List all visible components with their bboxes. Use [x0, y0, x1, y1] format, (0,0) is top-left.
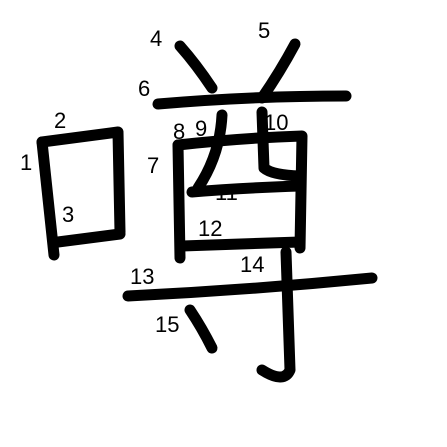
stroke-6	[152, 90, 352, 110]
stroke-number-6: 6	[138, 76, 150, 101]
stroke-11	[186, 180, 306, 198]
stroke-number-9: 9	[195, 116, 207, 141]
stroke-number-4: 4	[150, 26, 162, 51]
stroke-5	[256, 38, 301, 104]
stroke-3	[52, 228, 126, 248]
stroke-2	[36, 126, 126, 238]
stroke-1	[36, 136, 60, 261]
stroke-7	[172, 139, 186, 264]
stroke-number-14: 14	[240, 252, 264, 277]
stroke-number-5: 5	[258, 18, 270, 43]
stroke-9	[192, 109, 228, 194]
stroke-10	[256, 106, 306, 182]
stroke-8	[172, 130, 308, 254]
stroke-15	[184, 304, 218, 354]
stroke-number-1: 1	[20, 150, 32, 175]
stroke-13	[122, 272, 378, 302]
stroke-number-15: 15	[155, 312, 179, 337]
stroke-number-2: 2	[54, 108, 66, 133]
stroke-number-8: 8	[173, 119, 185, 144]
stroke-number-13: 13	[130, 264, 154, 289]
stroke-4	[174, 40, 218, 94]
stroke-number-12: 12	[198, 216, 222, 241]
stroke-number-7: 7	[147, 153, 159, 178]
stroke-number-10: 10	[264, 110, 288, 135]
stroke-number-11: 11	[215, 180, 238, 205]
stroke-14	[256, 246, 296, 383]
stroke-number-3: 3	[62, 202, 74, 227]
stroke-12	[176, 236, 306, 252]
